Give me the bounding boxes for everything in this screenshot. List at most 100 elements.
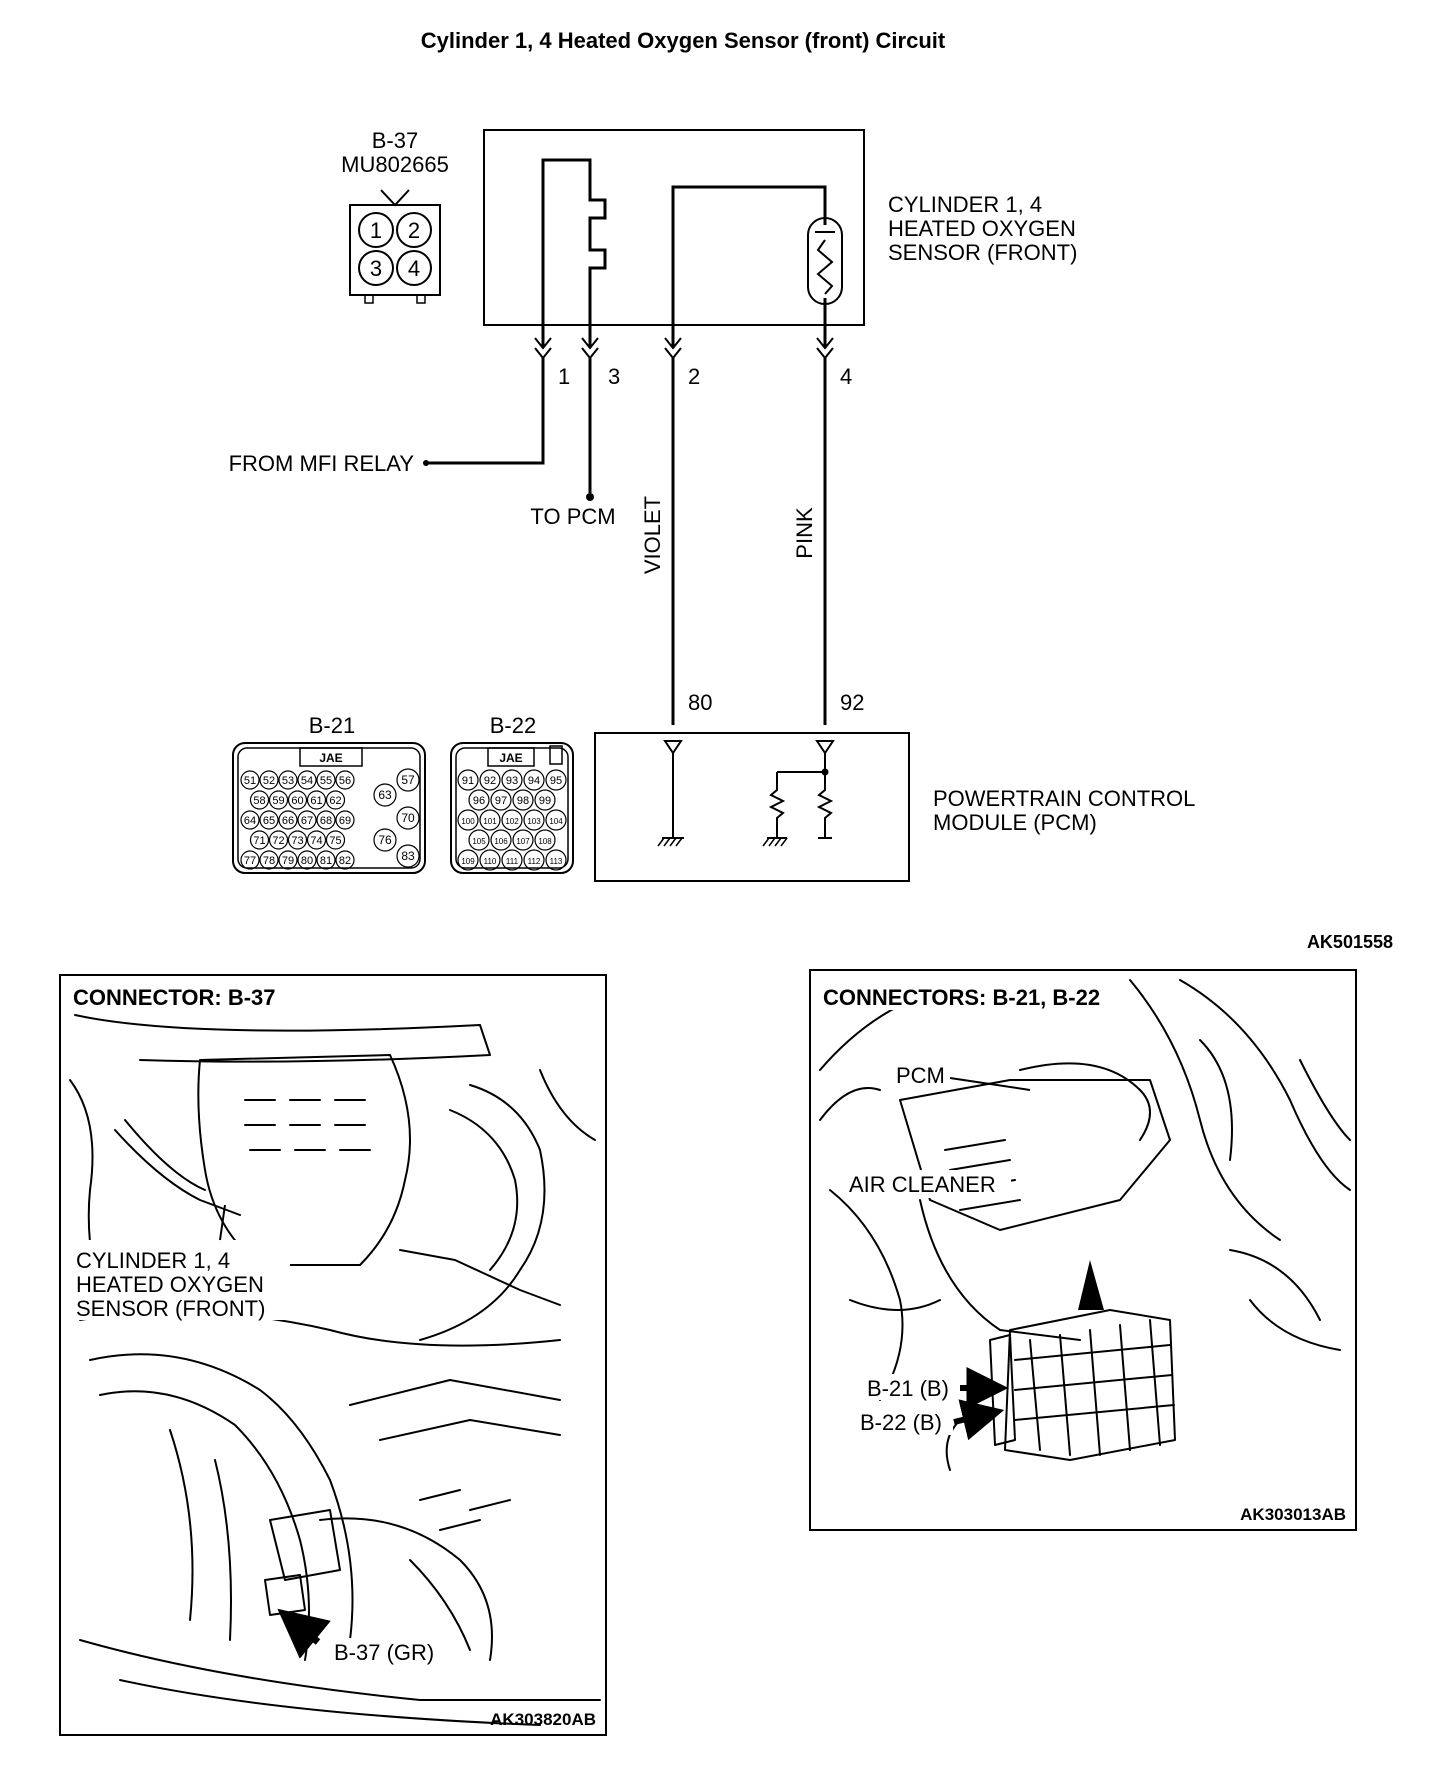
b21-pin-label: 69 [339, 815, 351, 827]
b22-pin-label: 108 [538, 837, 552, 846]
oxygen-sensor-box: CYLINDER 1, 4 HEATED OXYGEN SENSOR (FRON… [483, 129, 1077, 348]
b22-pin-label: 107 [516, 837, 530, 846]
b22-pin-circle [534, 789, 556, 811]
connector-chevrons [534, 337, 834, 360]
b21-side-pin-circle [396, 768, 420, 792]
sensor-label-line3: SENSOR (FRONT) [888, 240, 1077, 265]
pink-label: PINK [792, 507, 817, 559]
b22-pin-circle [523, 809, 545, 831]
wire-pin-1: 1 [558, 364, 570, 389]
left-panel-title: CONNECTOR: B-37 [73, 985, 276, 1010]
b21-pin-circle [259, 810, 279, 830]
b37-part-number: MU802665 [341, 152, 449, 177]
engine-sketch-right [819, 979, 1351, 1471]
engine-sketch-left [69, 1014, 601, 1726]
b21-pin-circle [259, 770, 279, 790]
b21-pin-circle [268, 790, 289, 810]
b21-pin-circle [240, 770, 260, 790]
b22-pin-circle [490, 789, 512, 811]
b22-pin-label: 102 [505, 817, 519, 826]
b21-pin-label: 79 [282, 855, 294, 867]
b22-pin-label: 94 [528, 775, 540, 787]
b37-pin-2: 2 [408, 218, 420, 243]
b22-pin-label: 99 [539, 795, 551, 807]
b21-pin-circle [278, 850, 298, 870]
b21-side-pin-circle [396, 806, 420, 830]
b21-pin-label: 60 [291, 795, 303, 807]
b22-pin-circle [523, 769, 545, 791]
b37-id: B-37 [372, 128, 418, 153]
right-connector-panel: CONNECTORS: B-21, B-22 PCM AIR CLEANER B… [809, 969, 1357, 1531]
b22-pin-label: 106 [494, 837, 508, 846]
b37-pin-4: 4 [408, 256, 420, 281]
pcm-label-line1: POWERTRAIN CONTROL [933, 786, 1195, 811]
b22-pin-label: 93 [506, 775, 518, 787]
b21-pin-label: 65 [263, 815, 275, 827]
b22-pin-label: 96 [473, 795, 485, 807]
b21-pin-circle [240, 810, 260, 830]
pcm-box: POWERTRAIN CONTROL MODULE (PCM) [594, 732, 1195, 882]
left-connector-panel: CONNECTOR: B-37 CYLINDER 1, 4 HEATED OXY… [59, 974, 607, 1736]
diagram-title: Cylinder 1, 4 Heated Oxygen Sensor (fron… [421, 28, 946, 53]
b21-callout: B-21 (B) [867, 1376, 949, 1401]
b21-pin-label: 54 [301, 775, 313, 787]
b22-pin-circle [457, 769, 479, 791]
b21-pin-circle [335, 770, 355, 790]
b22-pin-label: 104 [549, 817, 563, 826]
b21-side-pin-label: 57 [401, 773, 415, 787]
left-sensor-label-line2: HEATED OXYGEN [76, 1272, 264, 1297]
b21-side-pin-circle [396, 844, 420, 868]
wire-pin-3: 3 [608, 364, 620, 389]
b21-pin-circle [325, 830, 346, 850]
b22-callout: B-22 (B) [860, 1410, 942, 1435]
b21-pin-label: 77 [244, 855, 256, 867]
pcm-label-line2: MODULE (PCM) [933, 810, 1097, 835]
b21-pin-label: 55 [320, 775, 332, 787]
b22-pin-circle [468, 789, 490, 811]
b21-pin-label: 58 [253, 795, 265, 807]
b21-pin-circle [335, 850, 355, 870]
b21-pin-circle [316, 810, 336, 830]
b21-pin-circle [278, 810, 298, 830]
b22-pin-label: 113 [550, 857, 563, 866]
b22-pin-label: 109 [461, 857, 475, 866]
b22-pin-circle [468, 829, 490, 851]
b37-callout: B-37 (GR) [334, 1640, 434, 1665]
b21-pin-circle [278, 770, 298, 790]
b21-side-pin-label: 83 [401, 849, 415, 863]
b21-pin-circle [297, 810, 317, 830]
b37-connector-face: B-37 MU802665 1 2 3 4 [341, 128, 449, 304]
b21-pin-label: 82 [339, 855, 351, 867]
diagram-code: AK501558 [1307, 932, 1393, 952]
b21-pin-circle [306, 830, 327, 850]
b21-pin-label: 51 [244, 775, 256, 787]
air-cleaner-callout: AIR CLEANER [849, 1172, 996, 1197]
b21-pin-label: 59 [272, 795, 284, 807]
b22-pin-label: 100 [461, 817, 475, 826]
b22-pin-circle [457, 849, 479, 871]
b22-pin-label: 97 [495, 795, 507, 807]
b21-pin-circle [287, 790, 308, 810]
b21-pin-label: 80 [301, 855, 313, 867]
left-sensor-label-line1: CYLINDER 1, 4 [76, 1248, 230, 1273]
b21-pin-circle [297, 850, 317, 870]
b22-pin-circle [545, 849, 567, 871]
b21-pin-circle [316, 770, 336, 790]
b21-pin-label: 62 [329, 795, 341, 807]
b21-side-pin-label: 76 [378, 833, 392, 847]
b21-pin-label: 81 [320, 855, 332, 867]
b21-pin-label: 72 [272, 835, 284, 847]
b21-pin-label: 52 [263, 775, 275, 787]
b22-brand: JAE [499, 751, 522, 765]
b21-brand: JAE [319, 751, 342, 765]
b21-pin-circle [268, 830, 289, 850]
b22-pin-label: 91 [462, 775, 474, 787]
b22-pin-circle [545, 769, 567, 791]
left-sensor-label-line3: SENSOR (FRONT) [76, 1296, 265, 1321]
b21-pin-label: 78 [263, 855, 275, 867]
right-panel-code: AK303013AB [1240, 1505, 1346, 1524]
b22-pin-circle [479, 809, 501, 831]
b21-pin-label: 75 [329, 835, 341, 847]
